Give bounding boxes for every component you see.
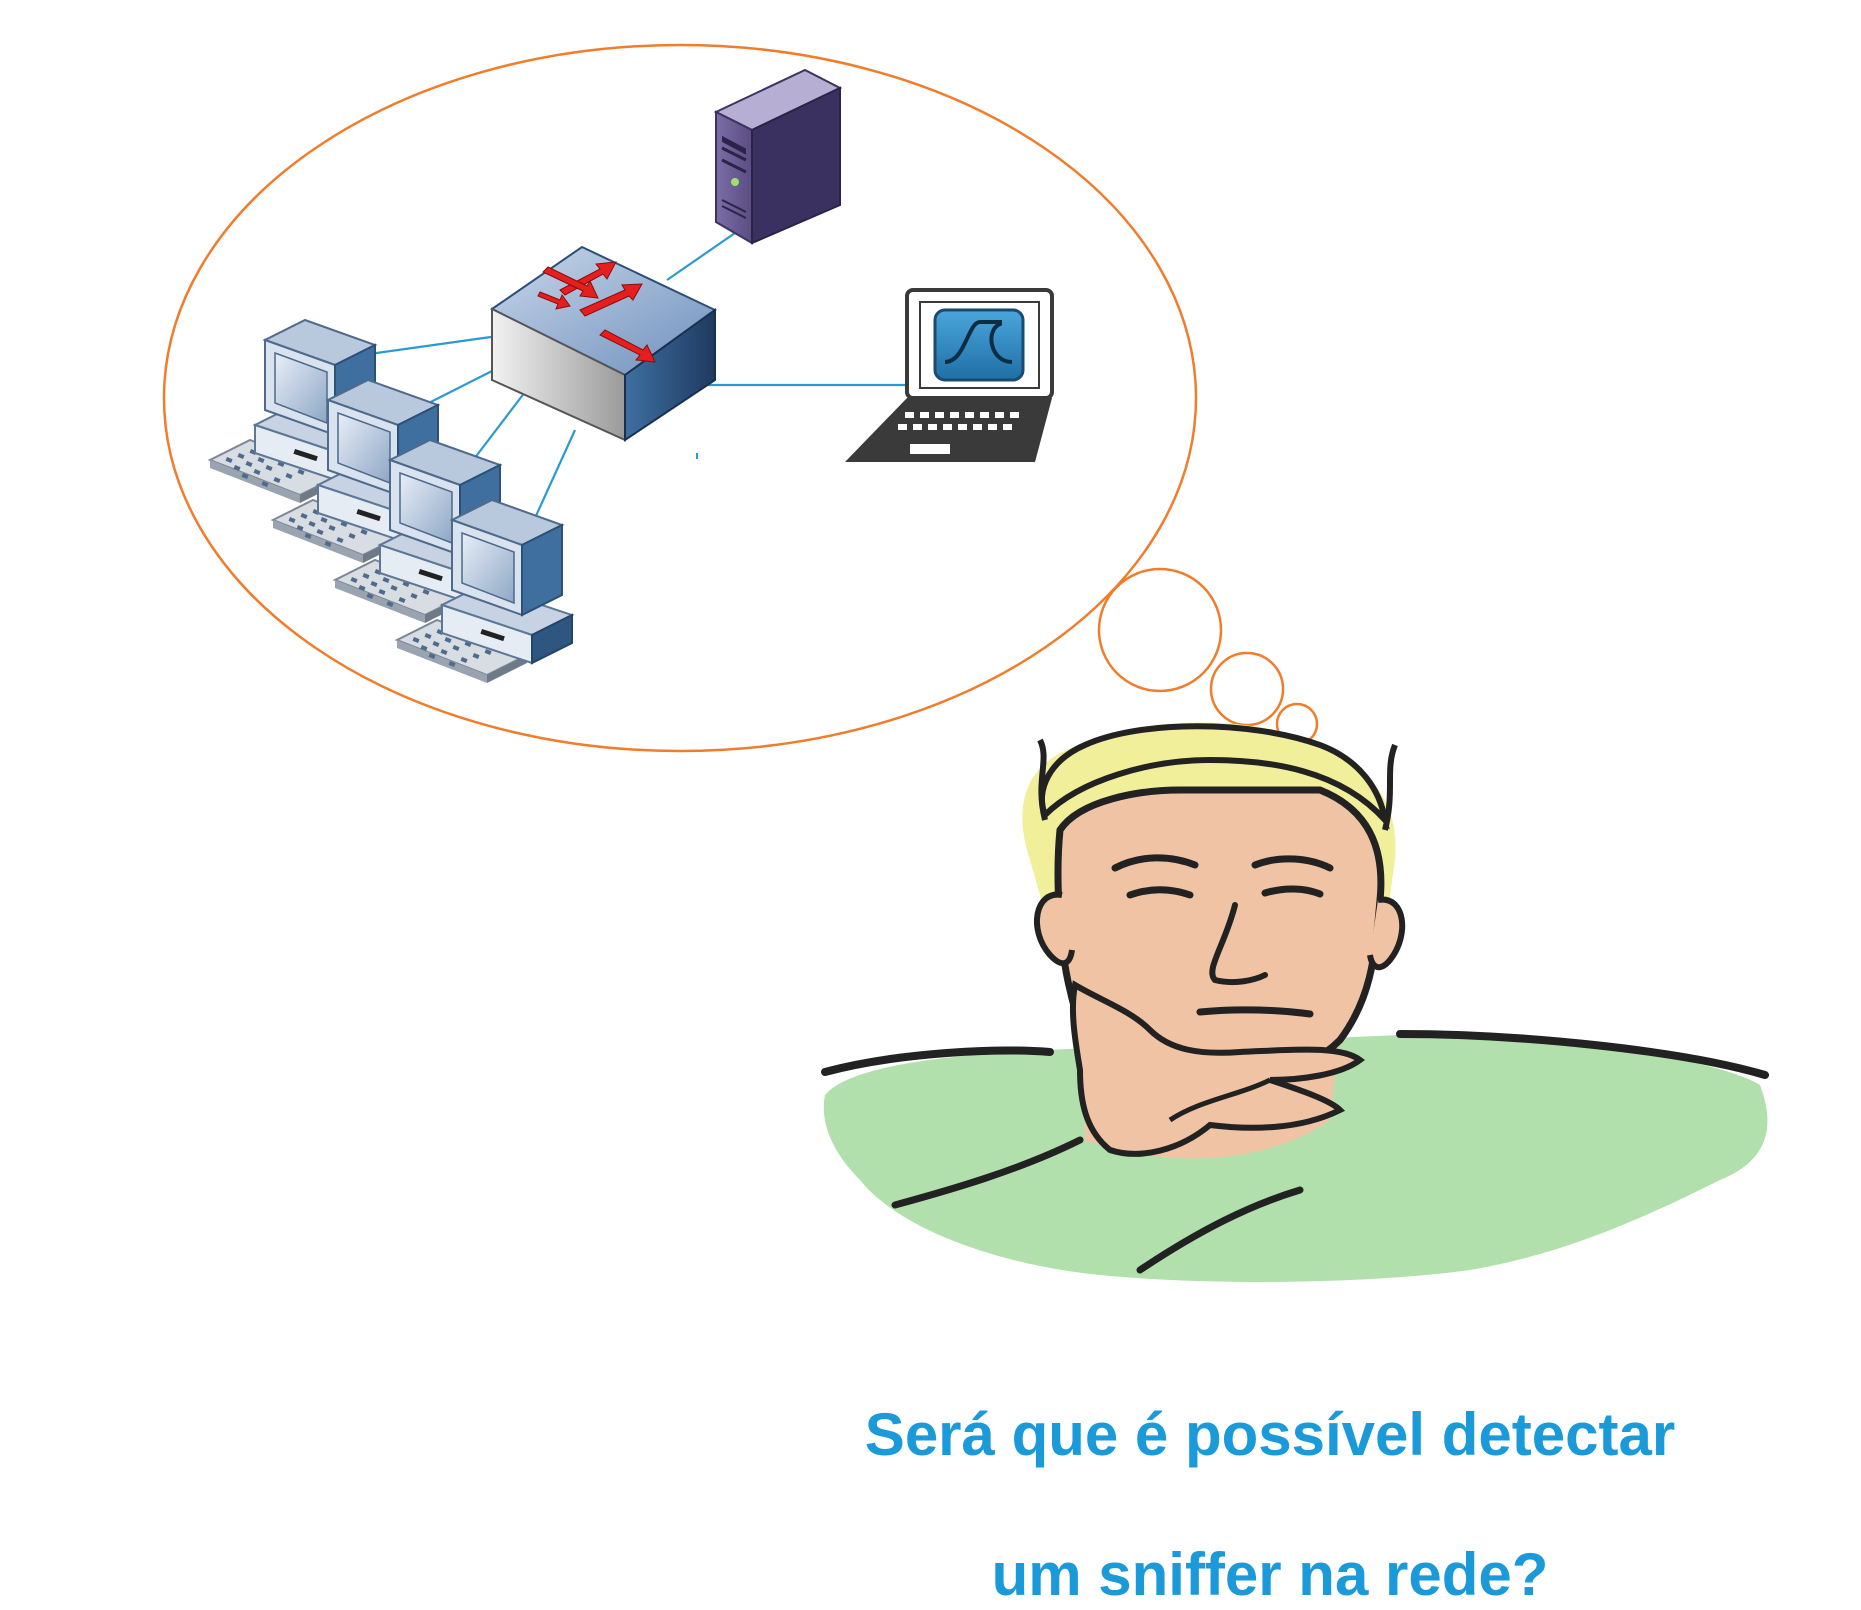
network-switch-icon (490, 245, 717, 442)
link-switch-pc1 (354, 334, 499, 358)
thinking-person-illustration (821, 722, 1769, 1282)
thought-bubble-circle-medium (1209, 651, 1285, 727)
server-icon (713, 68, 843, 245)
thought-bubble-outline (162, 43, 1198, 753)
switch-arrows (537, 261, 656, 363)
caption-line-2: um sniffer na rede? (991, 1541, 1549, 1608)
hand (1069, 980, 1366, 1157)
thought-bubble-circle-large (1097, 567, 1223, 693)
wireshark-fin-icon (933, 308, 1025, 382)
caption-line-1: Será que é possível detectar (864, 1401, 1676, 1468)
link-switch-server (666, 232, 736, 281)
shirt (823, 1035, 1768, 1282)
illustration-canvas (162, 43, 1769, 1282)
laptop-wireshark-icon (845, 288, 1054, 462)
question-caption: Será que é possível detectar um sniffer … (770, 1330, 1770, 1610)
